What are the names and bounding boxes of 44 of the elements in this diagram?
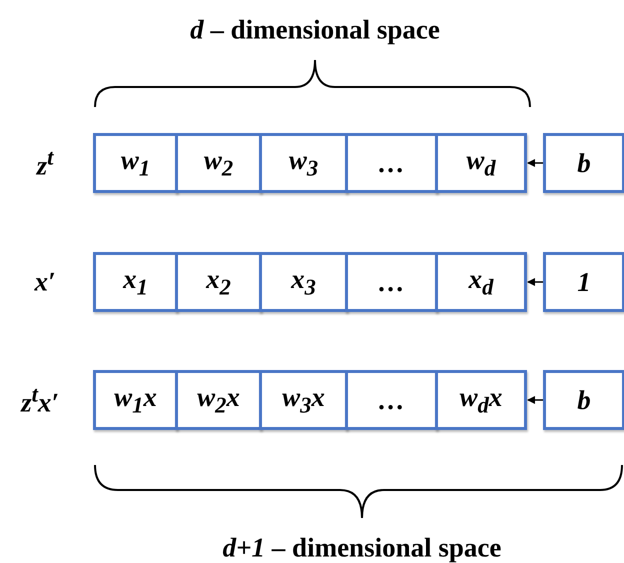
cell-text: b bbox=[577, 148, 591, 178]
bias-cell bbox=[543, 370, 624, 430]
cell-text: … bbox=[378, 148, 405, 178]
cell-text: w$_{3}$ bbox=[288, 144, 318, 182]
row-label: z$^{t}$x′ bbox=[21, 382, 59, 418]
row-label: x′ bbox=[34, 266, 56, 298]
vector-cell bbox=[345, 370, 438, 430]
cell-text: … bbox=[378, 384, 405, 416]
vector-cell bbox=[259, 252, 348, 312]
vector-cell bbox=[345, 252, 438, 312]
cell-text: w$_{2}$x bbox=[197, 382, 240, 418]
cell-text: x$_{d}$ bbox=[468, 264, 494, 300]
cell-text: x$_{2}$ bbox=[206, 264, 231, 300]
vector-cell bbox=[175, 370, 262, 430]
cell-text: w$_{1}$x bbox=[114, 382, 157, 418]
vector-cell bbox=[93, 370, 178, 430]
vector-cell bbox=[175, 133, 262, 193]
arrow bbox=[527, 396, 543, 404]
vector-cell bbox=[435, 252, 527, 312]
cell-text: w$_{d}$x bbox=[460, 382, 502, 418]
brace-label: d+1 – dimensional space bbox=[222, 532, 502, 563]
cell-text: 1 bbox=[577, 266, 591, 298]
vector-cell bbox=[93, 252, 178, 312]
cell-text: w$_{3}$x bbox=[282, 382, 325, 418]
cell-text: w$_{1}$ bbox=[120, 144, 150, 182]
vector-cell bbox=[93, 133, 178, 193]
vector-cell bbox=[259, 370, 348, 430]
bias-cell bbox=[543, 133, 624, 193]
row-label: z$^{t}$ bbox=[36, 144, 54, 182]
vector-cell bbox=[259, 133, 348, 193]
bias-cell bbox=[543, 252, 624, 312]
arrow bbox=[527, 159, 543, 167]
vector-cell bbox=[435, 370, 527, 430]
arrow bbox=[527, 278, 543, 286]
cell-text: x$_{3}$ bbox=[291, 264, 316, 300]
cell-text: x$_{1}$ bbox=[123, 264, 148, 300]
cell-text: … bbox=[378, 266, 405, 298]
vector-cell bbox=[435, 133, 527, 193]
cell-text: w$_{d}$ bbox=[466, 144, 496, 182]
vector-cell bbox=[175, 252, 262, 312]
brace-label: d – dimensional space bbox=[190, 14, 440, 46]
vector-cell bbox=[345, 133, 438, 193]
cell-text: w$_{2}$ bbox=[204, 144, 234, 182]
cell-text: b bbox=[577, 384, 591, 416]
